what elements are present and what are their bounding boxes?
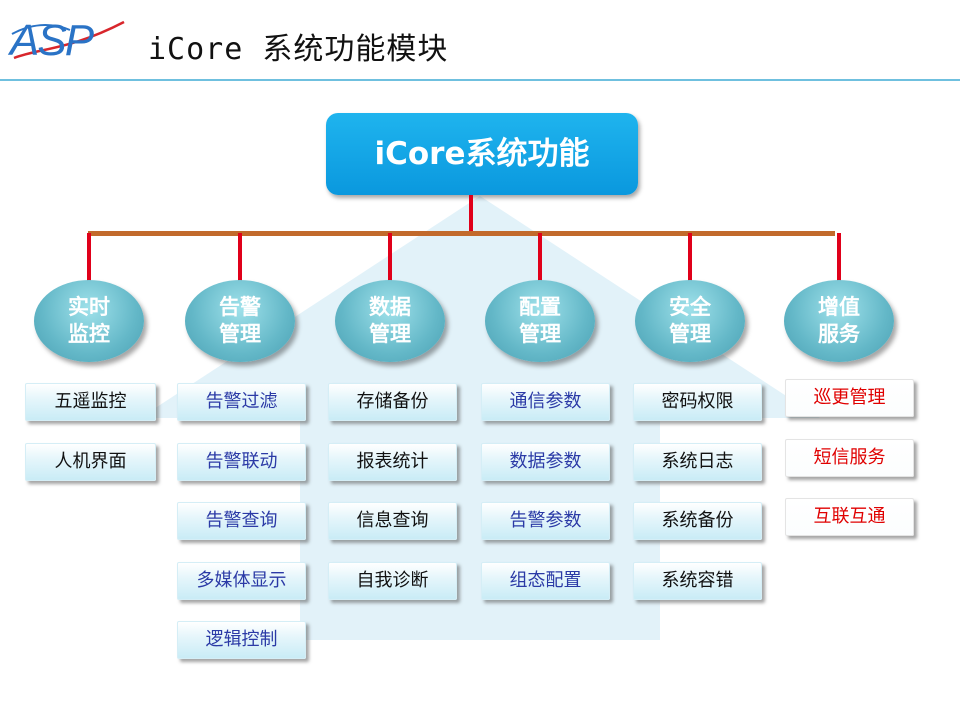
category-connector	[388, 233, 392, 283]
function-item: 互联互通	[785, 498, 914, 536]
function-item: 组态配置	[481, 562, 610, 600]
category-connector	[538, 233, 542, 283]
function-item: 存储备份	[328, 383, 457, 421]
function-item: 告警过滤	[177, 383, 306, 421]
function-item: 密码权限	[633, 383, 762, 421]
category-label: 数据管理	[369, 295, 411, 346]
asp-logo: ASP	[10, 12, 128, 70]
category-label: 配置管理	[519, 295, 561, 346]
branch-bar	[88, 231, 835, 236]
category-node: 增值服务	[784, 280, 894, 362]
category-node: 安全管理	[635, 280, 745, 362]
category-label: 安全管理	[669, 295, 711, 346]
header-divider	[0, 79, 960, 81]
category-label: 增值服务	[818, 295, 860, 346]
function-item: 系统容错	[633, 562, 762, 600]
function-item: 逻辑控制	[177, 621, 306, 659]
function-item: 数据参数	[481, 443, 610, 481]
logo-swoosh-icon	[11, 20, 125, 60]
function-item: 告警联动	[177, 443, 306, 481]
category-connector	[688, 233, 692, 283]
logo-text: ASP	[10, 16, 94, 65]
function-item: 五遥监控	[25, 383, 156, 421]
function-item: 通信参数	[481, 383, 610, 421]
function-item: 短信服务	[785, 439, 914, 477]
function-item: 系统备份	[633, 502, 762, 540]
category-label: 实时监控	[68, 295, 110, 346]
function-item: 报表统计	[328, 443, 457, 481]
function-item: 告警参数	[481, 502, 610, 540]
root-connector	[469, 195, 473, 233]
category-connector	[837, 233, 841, 283]
function-item: 自我诊断	[328, 562, 457, 600]
root-node: iCore系统功能	[326, 113, 638, 195]
category-node: 数据管理	[335, 280, 445, 362]
function-item: 巡更管理	[785, 379, 914, 417]
function-item: 多媒体显示	[177, 562, 306, 600]
function-item: 信息查询	[328, 502, 457, 540]
function-item: 系统日志	[633, 443, 762, 481]
function-item: 人机界面	[25, 443, 156, 481]
function-item: 告警查询	[177, 502, 306, 540]
category-node: 配置管理	[485, 280, 595, 362]
category-connector	[87, 233, 91, 283]
category-node: 实时监控	[34, 280, 144, 362]
category-label: 告警管理	[219, 295, 261, 346]
category-connector	[238, 233, 242, 283]
category-node: 告警管理	[185, 280, 295, 362]
page-title: iCore 系统功能模块	[148, 32, 449, 67]
